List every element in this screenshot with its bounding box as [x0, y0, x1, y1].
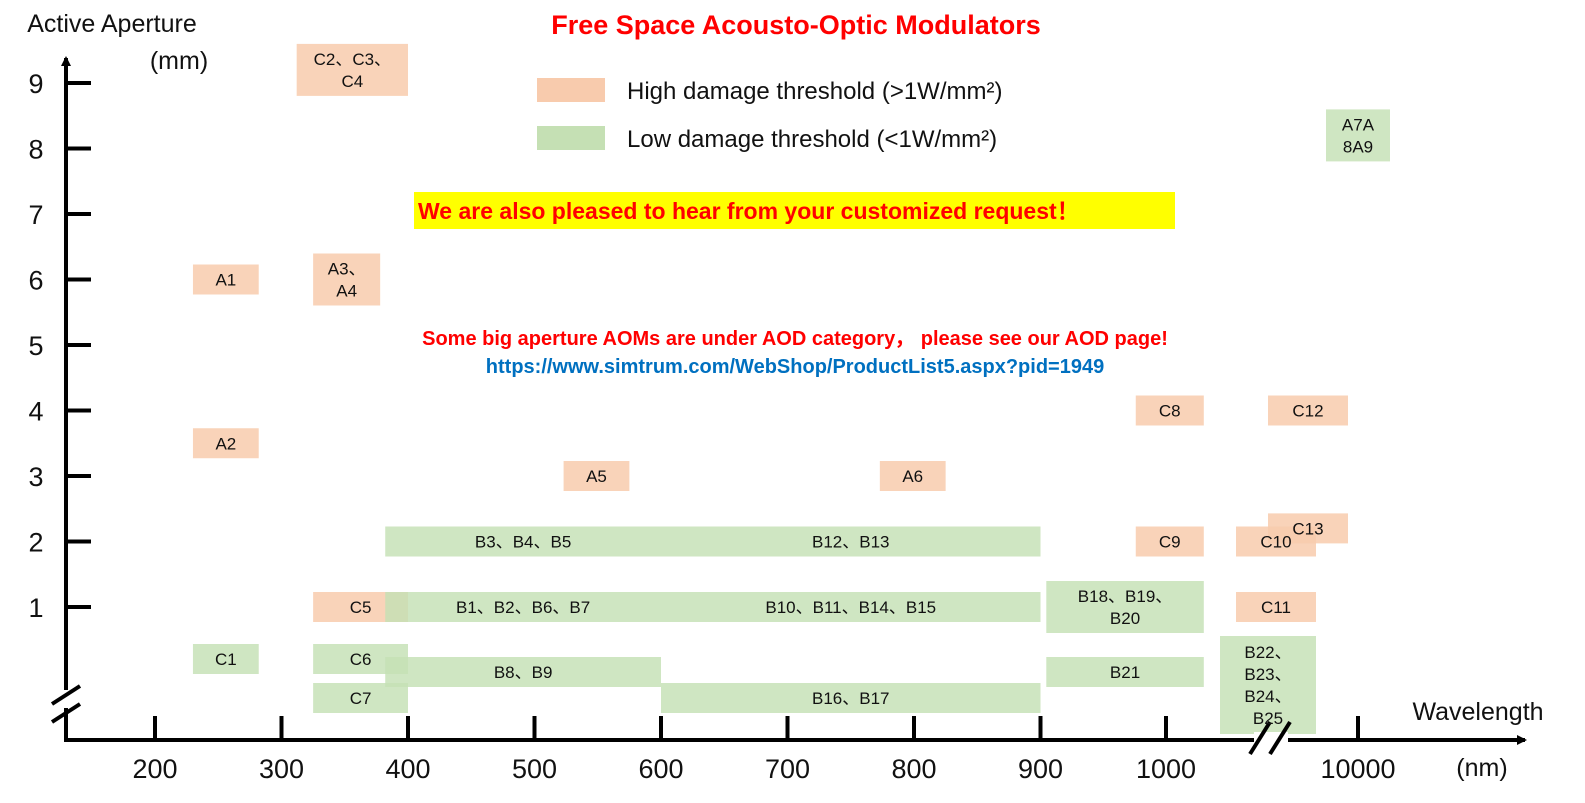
- x-tick-label: 800: [891, 754, 936, 784]
- product-label: C11: [1261, 598, 1291, 617]
- product-label: A6: [902, 467, 923, 486]
- product-label: C2、C3、: [314, 50, 391, 69]
- aod-note: Some big aperture AOMs are under AOD cat…: [422, 328, 1168, 350]
- legend-label-low: Low damage threshold (<1W/mm²): [627, 126, 997, 153]
- product-label: C12: [1292, 402, 1323, 421]
- product-box-high: [563, 461, 630, 491]
- product-box-high: [1236, 592, 1316, 622]
- product-label: 8A9: [1343, 137, 1373, 156]
- product-box-low: [1326, 109, 1390, 162]
- legend: High damage threshold (>1W/mm²) Low dama…: [537, 78, 1002, 153]
- chart-title: Free Space Acousto-Optic Modulators: [551, 10, 1041, 40]
- y-tick-label: 3: [28, 462, 43, 492]
- product-label: B16、B17: [812, 689, 890, 708]
- x-tick-label: 10000: [1320, 754, 1395, 784]
- product-label: C8: [1159, 402, 1181, 421]
- x-axis-unit: (nm): [1456, 754, 1507, 782]
- product-box-high: [1135, 395, 1204, 426]
- product-box-high: [1135, 526, 1204, 557]
- x-tick-label: 700: [765, 754, 810, 784]
- product-box-low: [385, 657, 661, 687]
- product-label: B21: [1110, 663, 1140, 682]
- product-label: C6: [350, 650, 372, 669]
- product-label: A3、: [328, 260, 366, 279]
- product-box-high: [313, 253, 381, 306]
- axes: [50, 56, 1527, 756]
- x-tick-label: 600: [638, 754, 683, 784]
- product-label: C7: [350, 689, 372, 708]
- product-box-low: [1220, 636, 1316, 734]
- y-tick-label: 6: [28, 266, 43, 296]
- product-boxes: [192, 43, 1390, 734]
- x-tick-label: 400: [385, 754, 430, 784]
- y-axis-title-line2: (mm): [150, 47, 208, 75]
- product-label: B22、: [1244, 643, 1291, 662]
- product-label: A7A: [1342, 115, 1375, 134]
- product-label: B3、B4、B5: [475, 533, 571, 552]
- product-label: B1、B2、B6、B7: [456, 598, 590, 617]
- product-box-high: [879, 461, 946, 491]
- product-box-low: [385, 592, 661, 622]
- custom-request-text: We are also pleased to hear from your cu…: [418, 198, 1080, 224]
- product-label: C10: [1260, 533, 1291, 552]
- y-tick-label: 4: [28, 397, 43, 427]
- y-tick-label: 1: [28, 593, 43, 623]
- x-tick-label: 300: [259, 754, 304, 784]
- y-axis-title-line1: Active Aperture: [27, 10, 197, 38]
- product-label: C9: [1159, 533, 1181, 552]
- y-tick-label: 9: [28, 69, 43, 99]
- product-label: A1: [215, 271, 236, 290]
- product-box-low: [661, 683, 1041, 713]
- legend-label-high: High damage threshold (>1W/mm²): [627, 78, 1002, 105]
- x-tick-label: 1000: [1136, 754, 1196, 784]
- product-label: B25: [1253, 709, 1283, 728]
- product-label: C1: [215, 650, 237, 669]
- product-label: B12、B13: [812, 533, 890, 552]
- product-label: A5: [586, 467, 607, 486]
- x-tick-label: 500: [512, 754, 557, 784]
- y-axis-break: [50, 684, 82, 724]
- product-box-high: [296, 43, 408, 96]
- product-box-low: [385, 526, 661, 557]
- custom-request-banner: We are also pleased to hear from your cu…: [414, 192, 1175, 229]
- product-label: A2: [215, 434, 236, 453]
- product-box-high: [192, 428, 259, 459]
- product-box-low: [192, 644, 259, 674]
- product-label: B8、B9: [494, 663, 553, 682]
- product-box-low: [661, 526, 1041, 557]
- product-label: B20: [1110, 609, 1140, 628]
- product-label: B24、: [1244, 687, 1291, 706]
- y-tick-label: 7: [28, 200, 43, 230]
- product-label: A4: [336, 282, 357, 301]
- product-box-high: [192, 264, 259, 295]
- product-box-high: [1268, 395, 1348, 426]
- x-axis-break: [1248, 720, 1292, 756]
- y-tick-label: 5: [28, 331, 43, 361]
- product-box-low: [313, 683, 408, 713]
- product-label: B18、B19、: [1078, 587, 1173, 606]
- product-label: B10、B11、B14、B15: [765, 598, 936, 617]
- product-label: C4: [341, 72, 363, 91]
- x-tick-label: 200: [132, 754, 177, 784]
- product-label: C5: [350, 598, 372, 617]
- legend-swatch-high: [537, 78, 605, 102]
- product-box-low: [1046, 657, 1204, 687]
- y-tick-label: 2: [28, 528, 43, 558]
- x-tick-label: 900: [1018, 754, 1063, 784]
- product-box-low: [661, 592, 1041, 622]
- product-box-high: [1268, 513, 1348, 544]
- y-tick-label: 8: [28, 135, 43, 165]
- aod-page-link[interactable]: https://www.simtrum.com/WebShop/ProductL…: [486, 356, 1104, 378]
- legend-swatch-low: [537, 126, 605, 150]
- product-label: B23、: [1244, 665, 1291, 684]
- custom-request-background: [414, 192, 1175, 229]
- ticks: 1 2 3 4 5 6 7 8 9 200 300 400 500 600 700 800 900 1000 100…: [28, 69, 1395, 784]
- x-axis-title: Wavelength: [1412, 698, 1543, 726]
- product-label: C13: [1292, 519, 1323, 538]
- product-box-low: [1046, 581, 1204, 633]
